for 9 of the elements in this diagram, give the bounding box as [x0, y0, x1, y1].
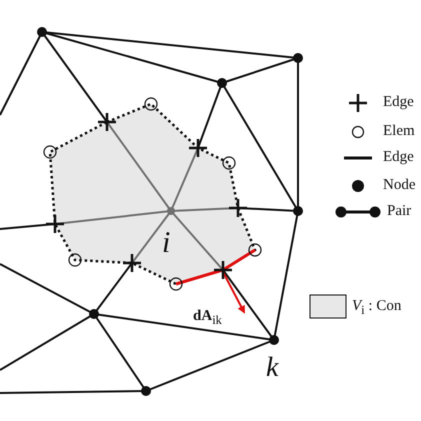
legend-text: Edge — [383, 150, 414, 165]
k-label: k — [266, 354, 278, 382]
legend-text: Edge — [383, 95, 414, 110]
vector-label: dA$_{ik}$ — [193, 309, 222, 326]
legend-text: Node — [383, 178, 416, 193]
legend-text: Elem — [383, 124, 415, 139]
legend-text: Pair — [387, 204, 412, 219]
legend-text: V$_{i}$ : Con — [352, 299, 402, 316]
i-label: i — [162, 228, 170, 258]
